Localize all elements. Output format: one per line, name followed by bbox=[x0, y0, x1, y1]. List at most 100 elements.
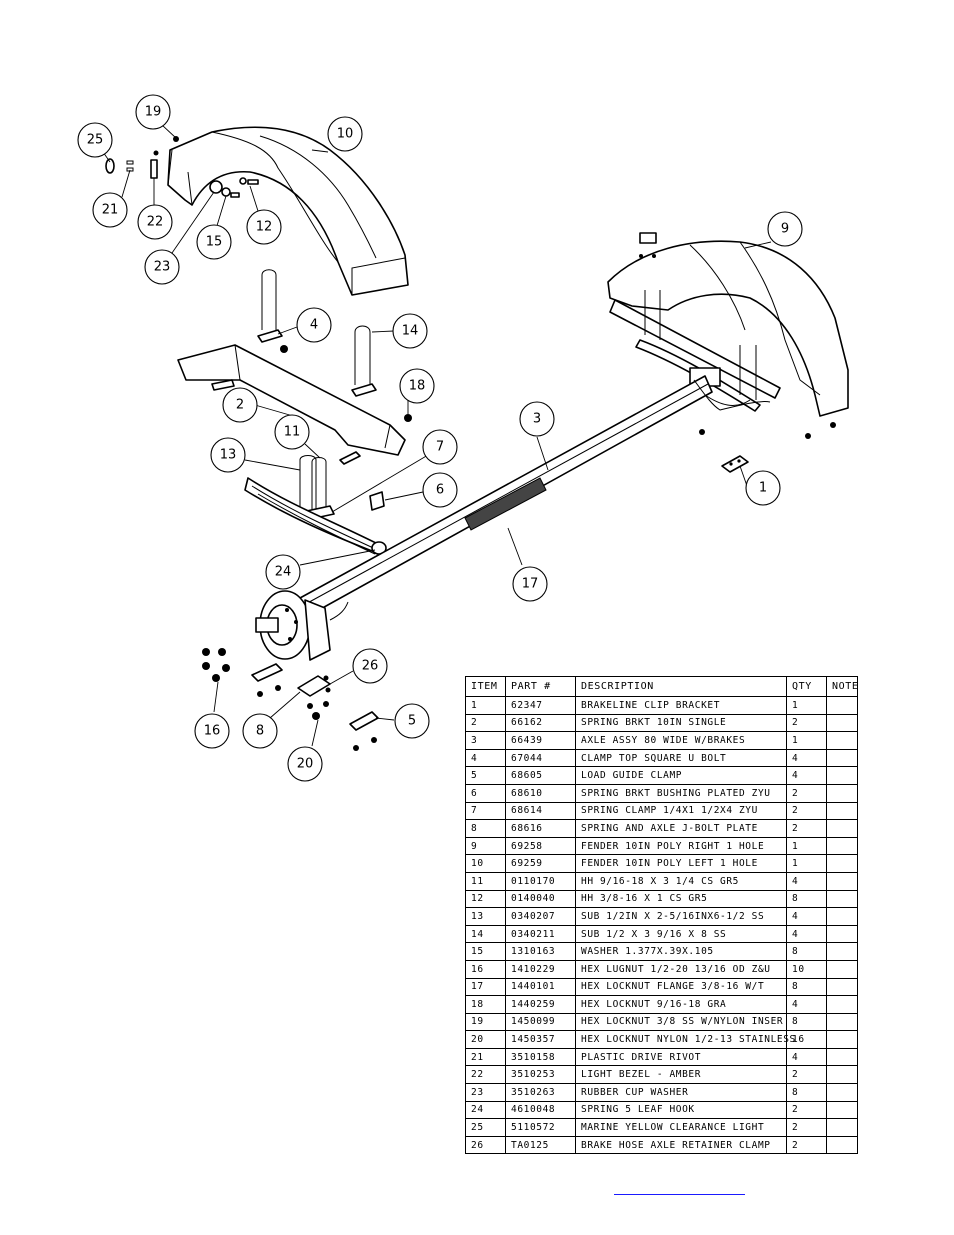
svg-text:15: 15 bbox=[206, 235, 223, 250]
cell-description: SUB 1/2 X 3 9/16 X 8 SS bbox=[575, 924, 787, 944]
callout-balloons: 19 10 25 21 22 23 15 12 9 4 14 18 2 3 11… bbox=[77, 94, 803, 782]
cell-item: 11 bbox=[465, 871, 506, 891]
callout-5: 5 bbox=[394, 703, 430, 739]
cell-item: 21 bbox=[465, 1047, 506, 1067]
cell-item: 22 bbox=[465, 1065, 506, 1085]
cell-note bbox=[826, 889, 858, 909]
cell-part-number: 3510158 bbox=[505, 1047, 576, 1067]
header-description: DESCRIPTION bbox=[575, 676, 787, 697]
cell-qty: 1 bbox=[786, 731, 827, 750]
callout-4: 4 bbox=[296, 307, 332, 343]
cell-part-number: 4610048 bbox=[505, 1100, 576, 1120]
cell-part-number: 0340207 bbox=[505, 907, 576, 926]
cell-part-number: TA0125 bbox=[505, 1135, 576, 1155]
cell-part-number: 1310163 bbox=[505, 942, 576, 961]
cell-note bbox=[826, 995, 858, 1014]
cell-part-number: 66162 bbox=[505, 713, 576, 733]
callout-19: 19 bbox=[135, 94, 171, 130]
cell-description: HH 3/8-16 X 1 CS GR5 bbox=[575, 889, 787, 909]
svg-text:14: 14 bbox=[402, 324, 419, 339]
left-spring-bracket bbox=[177, 344, 406, 456]
cell-item: 13 bbox=[465, 907, 506, 926]
cell-qty: 2 bbox=[786, 713, 827, 733]
cell-qty: 4 bbox=[786, 907, 827, 926]
callout-21: 21 bbox=[92, 192, 128, 228]
table-header-row: ITEM PART # DESCRIPTION QTY NOTE bbox=[465, 676, 858, 697]
cell-description: FENDER 10IN POLY RIGHT 1 HOLE bbox=[575, 836, 787, 856]
callout-13: 13 bbox=[210, 437, 246, 473]
cell-description: PLASTIC DRIVE RIVOT bbox=[575, 1047, 787, 1067]
cell-qty: 16 bbox=[786, 1030, 827, 1049]
cell-part-number: 1450099 bbox=[505, 1012, 576, 1032]
svg-text:20: 20 bbox=[297, 757, 314, 772]
cell-qty: 4 bbox=[786, 748, 827, 768]
cell-note bbox=[826, 907, 858, 926]
footer-link[interactable] bbox=[614, 1180, 745, 1195]
cell-part-number: 1410229 bbox=[505, 959, 576, 979]
callout-25: 25 bbox=[77, 122, 113, 158]
cell-description: CLAMP TOP SQUARE U BOLT bbox=[575, 748, 787, 768]
cell-qty: 4 bbox=[786, 924, 827, 944]
svg-text:2: 2 bbox=[236, 398, 244, 413]
callout-10: 10 bbox=[327, 116, 363, 152]
cell-part-number: 62347 bbox=[505, 696, 576, 715]
cell-qty: 2 bbox=[786, 819, 827, 838]
cell-qty: 1 bbox=[786, 854, 827, 873]
cell-item: 25 bbox=[465, 1118, 506, 1137]
cell-note bbox=[826, 924, 858, 944]
cell-note bbox=[826, 1118, 858, 1137]
svg-text:4: 4 bbox=[310, 318, 318, 333]
cell-item: 6 bbox=[465, 783, 506, 803]
svg-text:9: 9 bbox=[781, 222, 789, 237]
svg-text:23: 23 bbox=[154, 260, 171, 275]
callout-22: 22 bbox=[137, 204, 173, 240]
callout-18: 18 bbox=[399, 368, 435, 404]
cell-qty: 8 bbox=[786, 1083, 827, 1102]
cell-description: SUB 1/2IN X 2-5/16INX6-1/2 SS bbox=[575, 907, 787, 926]
cell-note bbox=[826, 801, 858, 821]
cell-note bbox=[826, 871, 858, 891]
svg-text:21: 21 bbox=[102, 203, 119, 218]
u-bolts bbox=[257, 269, 412, 521]
callout-3: 3 bbox=[519, 401, 555, 437]
cell-note bbox=[826, 696, 858, 715]
cell-item: 1 bbox=[465, 696, 506, 715]
cell-qty: 2 bbox=[786, 801, 827, 821]
cell-item: 8 bbox=[465, 819, 506, 838]
cell-description: HEX LOCKNUT 9/16-18 GRA bbox=[575, 995, 787, 1014]
cell-note bbox=[826, 854, 858, 873]
svg-text:24: 24 bbox=[275, 565, 292, 580]
callout-6: 6 bbox=[422, 472, 458, 508]
cell-note bbox=[826, 1012, 858, 1032]
cell-description: SPRING BRKT BUSHING PLATED ZYU bbox=[575, 783, 787, 803]
cell-part-number: 5110572 bbox=[505, 1118, 576, 1137]
cell-qty: 4 bbox=[786, 1047, 827, 1067]
svg-text:6: 6 bbox=[436, 483, 444, 498]
header-item: ITEM bbox=[465, 676, 506, 697]
cell-item: 14 bbox=[465, 924, 506, 944]
cell-description: HEX LOCKNUT FLANGE 3/8-16 W/T bbox=[575, 977, 787, 997]
cell-part-number: 1440259 bbox=[505, 995, 576, 1014]
svg-text:26: 26 bbox=[362, 659, 379, 674]
cell-note bbox=[826, 836, 858, 856]
cell-description: LIGHT BEZEL - AMBER bbox=[575, 1065, 787, 1085]
cell-item: 5 bbox=[465, 766, 506, 785]
